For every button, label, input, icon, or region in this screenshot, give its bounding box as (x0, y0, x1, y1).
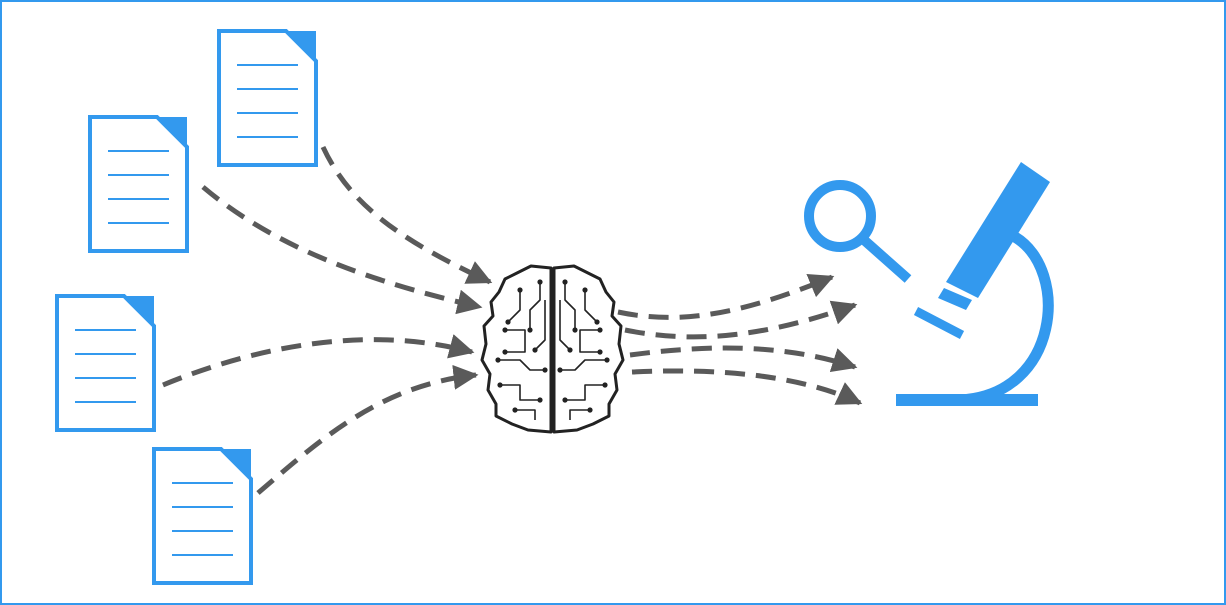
arrow-brain-to-analysis-3 (629, 345, 858, 372)
input-arrows (162, 145, 493, 495)
document-fold (221, 449, 251, 479)
output-arrows (617, 274, 863, 406)
arrow-doc4-to-brain (256, 364, 479, 495)
document-icon (88, 115, 189, 253)
arrow-doc3-to-brain (162, 334, 475, 388)
magnifying-glass-icon (804, 180, 912, 283)
arrow-doc2-to-brain (201, 185, 483, 315)
circuit-brain-icon (480, 264, 625, 434)
arrow-doc1-to-brain (320, 145, 493, 285)
document-icon (152, 447, 253, 585)
document-icon (217, 29, 318, 167)
microscope-icon (896, 162, 1054, 406)
arrow-brain-to-analysis-2 (624, 300, 858, 340)
arrow-brain-to-analysis-4 (631, 368, 863, 406)
document-fold (157, 117, 187, 147)
arrow-brain-to-analysis-1 (617, 274, 835, 320)
document-fold (124, 296, 154, 326)
document-fold (286, 31, 316, 61)
documents-group (55, 29, 318, 585)
document-icon (55, 294, 156, 432)
